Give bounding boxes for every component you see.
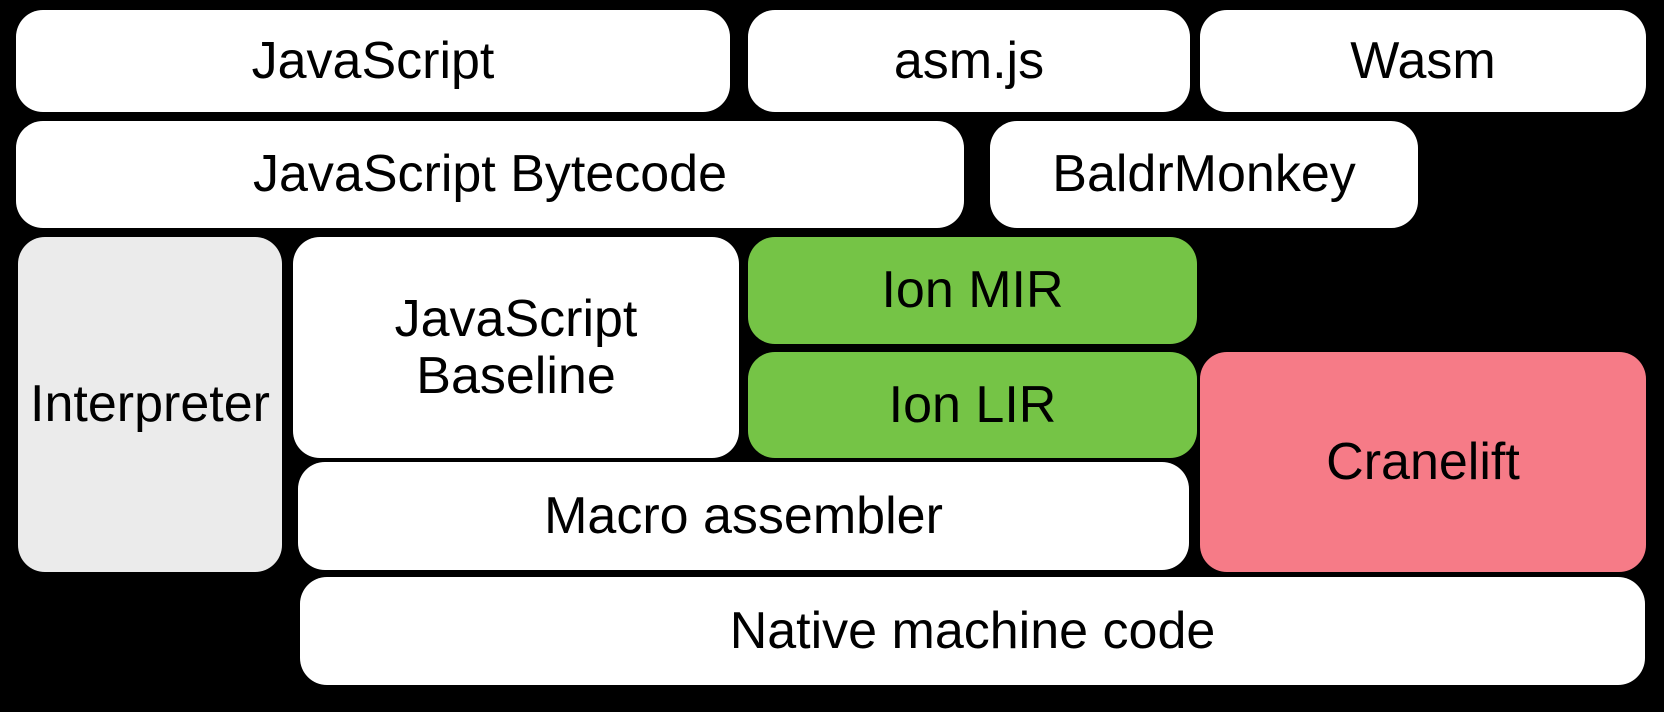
node-javascript-baseline-label-line2: Baseline (416, 346, 616, 405)
node-ion-mir: Ion MIR (748, 237, 1197, 344)
node-baldrmonkey: BaldrMonkey (990, 121, 1418, 228)
node-macro-assembler-label: Macro assembler (544, 486, 943, 545)
node-ion-lir: Ion LIR (748, 352, 1197, 458)
node-javascript-bytecode-label: JavaScript Bytecode (252, 145, 728, 204)
node-interpreter: Interpreter (18, 237, 282, 572)
node-asmjs-label: asm.js (893, 31, 1045, 90)
node-javascript-baseline: JavaScript Baseline (293, 237, 739, 458)
node-wasm-label: Wasm (1350, 31, 1496, 90)
node-macro-assembler: Macro assembler (298, 462, 1189, 570)
node-javascript-label: JavaScript (251, 31, 495, 90)
node-cranelift: Cranelift (1200, 352, 1646, 572)
node-javascript-bytecode: JavaScript Bytecode (16, 121, 964, 228)
node-interpreter-label: Interpreter (30, 375, 270, 434)
node-baldrmonkey-label: BaldrMonkey (1052, 145, 1356, 204)
node-javascript-baseline-label-line1: JavaScript (394, 290, 638, 349)
node-wasm: Wasm (1200, 10, 1646, 112)
node-asmjs: asm.js (748, 10, 1190, 112)
node-native-machine-code-label: Native machine code (729, 601, 1216, 660)
node-ion-lir-label: Ion LIR (888, 375, 1057, 434)
node-cranelift-label: Cranelift (1326, 432, 1520, 491)
node-native-machine-code: Native machine code (300, 577, 1645, 685)
node-javascript: JavaScript (16, 10, 730, 112)
node-ion-mir-label: Ion MIR (881, 261, 1064, 320)
